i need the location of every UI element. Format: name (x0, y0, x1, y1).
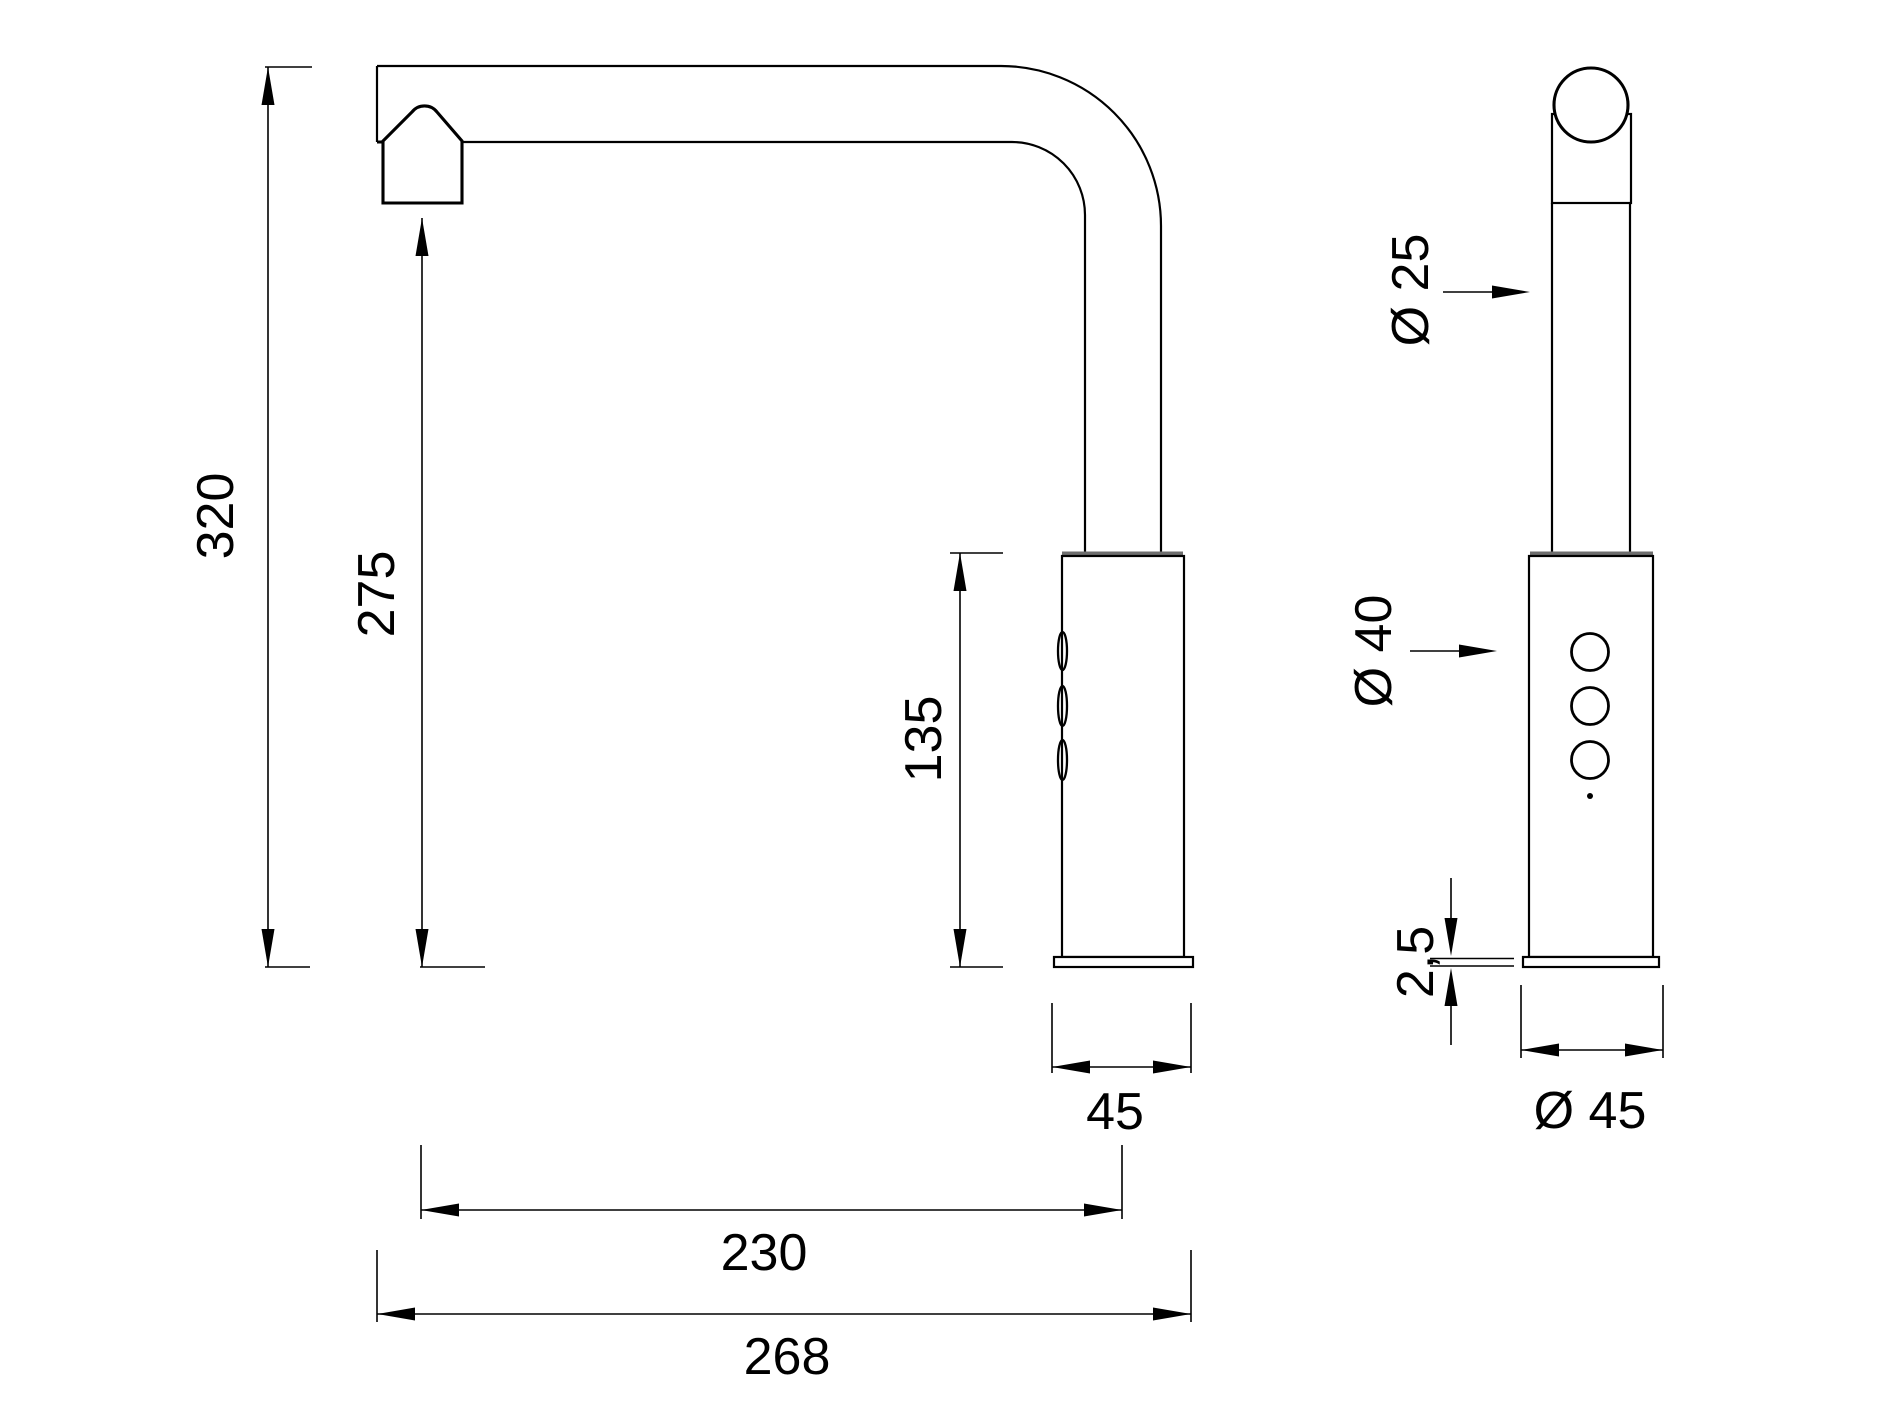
side-aerator (377, 104, 464, 205)
dim-base-diameter: Ø 45 (1520, 985, 1664, 1140)
dim-spout-reach: 230 (420, 1145, 1123, 1282)
front-button-1 (1570, 632, 1610, 672)
front-body-top-face (1530, 551, 1653, 557)
side-body-top-face (1062, 551, 1183, 557)
side-view: 320 275 135 45 (187, 64, 1195, 1386)
front-view: Ø 25 Ø 40 2,5 Ø 45 (1345, 66, 1664, 1140)
dim-total-depth-label: 268 (744, 1328, 831, 1386)
side-spout-outline (375, 64, 1163, 552)
dim-total-height: 320 (187, 66, 312, 968)
dim-base-thickness: 2,5 (1387, 878, 1514, 1045)
dim-spout-diameter: Ø 25 (1382, 234, 1530, 347)
dim-body-height-label: 135 (895, 696, 953, 783)
dim-base-diameter-label: Ø 45 (1534, 1082, 1647, 1140)
dim-spout-diameter-label: Ø 25 (1382, 234, 1440, 347)
side-button-bump-2 (1056, 684, 1069, 728)
side-button-bump-3 (1056, 738, 1069, 782)
front-base-flange (1521, 955, 1661, 969)
dim-outlet-height: 275 (348, 218, 485, 968)
side-base-flange (1052, 955, 1195, 969)
dim-body-width: 45 (1051, 1003, 1192, 1141)
dim-base-thickness-label: 2,5 (1387, 926, 1445, 998)
dim-body-width-label: 45 (1086, 1083, 1144, 1141)
dim-body-diameter-label: Ø 40 (1345, 595, 1403, 708)
front-button-3 (1570, 740, 1610, 780)
dim-outlet-height-label: 275 (348, 551, 406, 638)
front-indicator-dot (1587, 793, 1593, 799)
dim-total-depth: 268 (376, 1250, 1192, 1386)
front-button-2 (1570, 686, 1610, 726)
side-body (1060, 554, 1186, 959)
dim-total-height-label: 320 (187, 473, 245, 560)
dim-body-diameter: Ø 40 (1345, 595, 1497, 708)
front-spout-circle (1552, 66, 1630, 144)
side-button-bump-1 (1056, 630, 1069, 672)
dim-spout-reach-label: 230 (721, 1224, 808, 1282)
dim-body-height: 135 (895, 552, 1003, 968)
